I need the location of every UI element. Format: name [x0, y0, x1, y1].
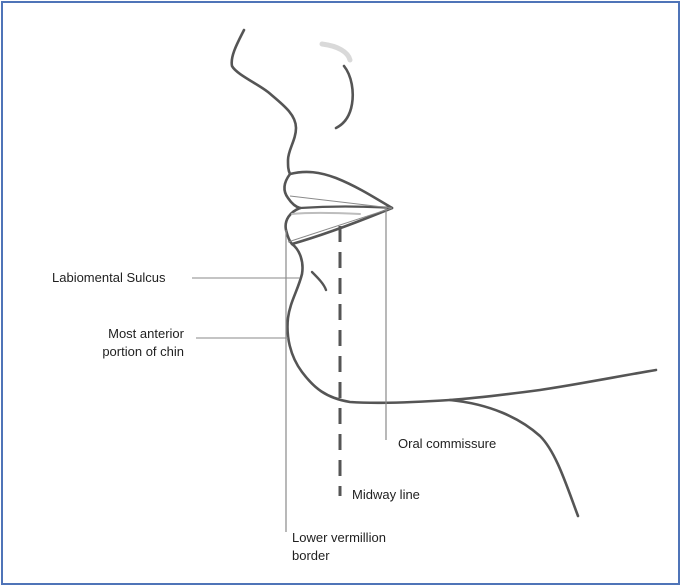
lower-lip-inner	[292, 213, 360, 214]
upper-lip-front	[284, 174, 300, 208]
label-vermillion-line-2: border	[292, 547, 386, 565]
label-chin-line-1: Most anterior	[64, 325, 184, 343]
label-labiomental-sulcus: Labiomental Sulcus	[52, 269, 165, 287]
nose-highlight	[322, 44, 350, 60]
nostril-curve	[336, 66, 353, 128]
label-oral-commissure: Oral commissure	[398, 435, 496, 453]
label-vermillion-line-1: Lower vermillion	[292, 529, 386, 547]
neck-outline	[450, 400, 578, 516]
sulcus-mark	[312, 272, 326, 290]
upper-lip	[290, 172, 392, 208]
label-chin-line-2: portion of chin	[64, 343, 184, 361]
chin-jaw-outline	[288, 244, 656, 403]
label-lower-vermillion-border: Lower vermillion border	[292, 529, 386, 564]
nose-outline	[232, 30, 296, 174]
label-most-anterior-chin: Most anterior portion of chin	[64, 325, 184, 360]
label-midway-line: Midway line	[352, 486, 420, 504]
